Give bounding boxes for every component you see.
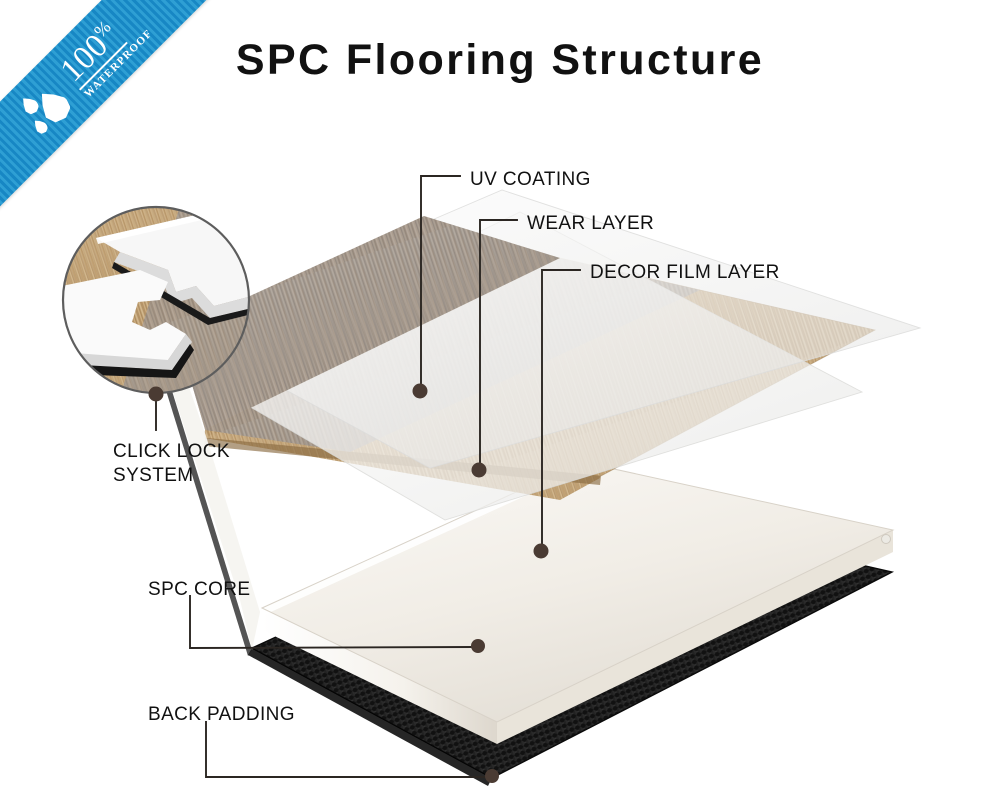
callout-label-wear-layer: WEAR LAYER	[527, 213, 655, 234]
leader-wear-layer	[479, 219, 518, 466]
leader-lines	[155, 175, 581, 778]
dot-click-lock-system	[148, 386, 164, 402]
dot-uv-coating	[412, 383, 428, 399]
click-lock-detail-circle	[61, 205, 251, 395]
leader-back-padding	[205, 721, 488, 778]
leader-dots	[148, 383, 549, 783]
callout-label-uv-coating: UV COATING	[470, 169, 591, 190]
callout-label-decor-film-layer: DECOR FILM LAYER	[590, 262, 780, 283]
dot-decor-film-layer	[533, 543, 549, 559]
callout-label-back-padding: BACK PADDING	[148, 704, 295, 725]
leader-decor-film-layer	[541, 269, 581, 547]
dot-wear-layer	[471, 462, 487, 478]
leader-uv-coating	[420, 175, 461, 387]
leader-spc-core	[189, 595, 474, 649]
callout-label-spc-core: SPC CORE	[148, 579, 251, 600]
page-title: SPC Flooring Structure	[235, 36, 765, 84]
dot-back-padding	[485, 769, 499, 783]
plank-left-edge	[156, 338, 260, 656]
dot-spc-core	[471, 639, 485, 653]
callout-label-click-lock-system: CLICK LOCK SYSTEM	[113, 441, 230, 487]
